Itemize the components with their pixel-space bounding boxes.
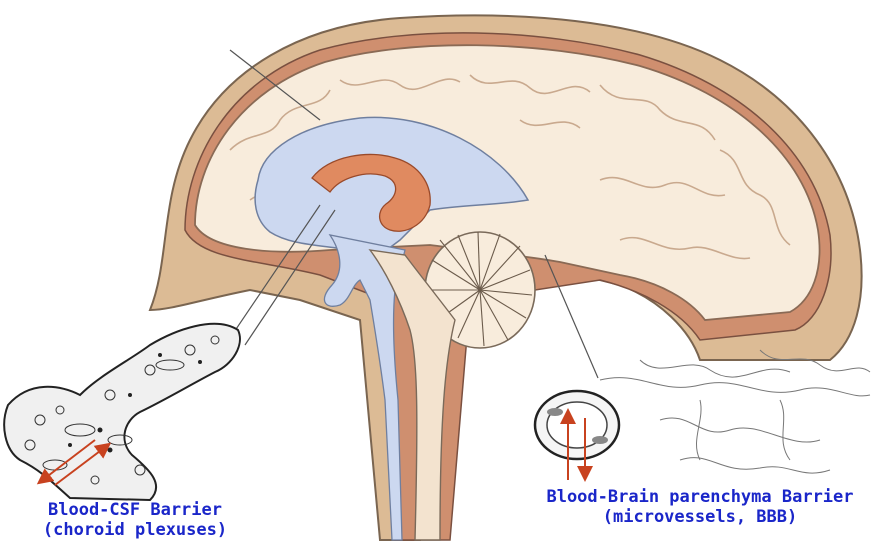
- blood-brain-barrier-title: Blood-Brain parenchyma Barrier: [522, 487, 878, 507]
- choroid-plexus-inset: [4, 324, 240, 500]
- microvessels-subtitle: (microvessels, BBB): [522, 507, 878, 527]
- blood-brain-barrier-caption: Blood-Brain parenchyma Barrier (microves…: [522, 487, 878, 527]
- blood-csf-barrier-caption: Blood-CSF Barrier (choroid plexuses): [10, 500, 260, 540]
- blood-csf-barrier-title: Blood-CSF Barrier: [10, 500, 260, 520]
- choroid-plexuses-subtitle: (choroid plexuses): [10, 520, 260, 540]
